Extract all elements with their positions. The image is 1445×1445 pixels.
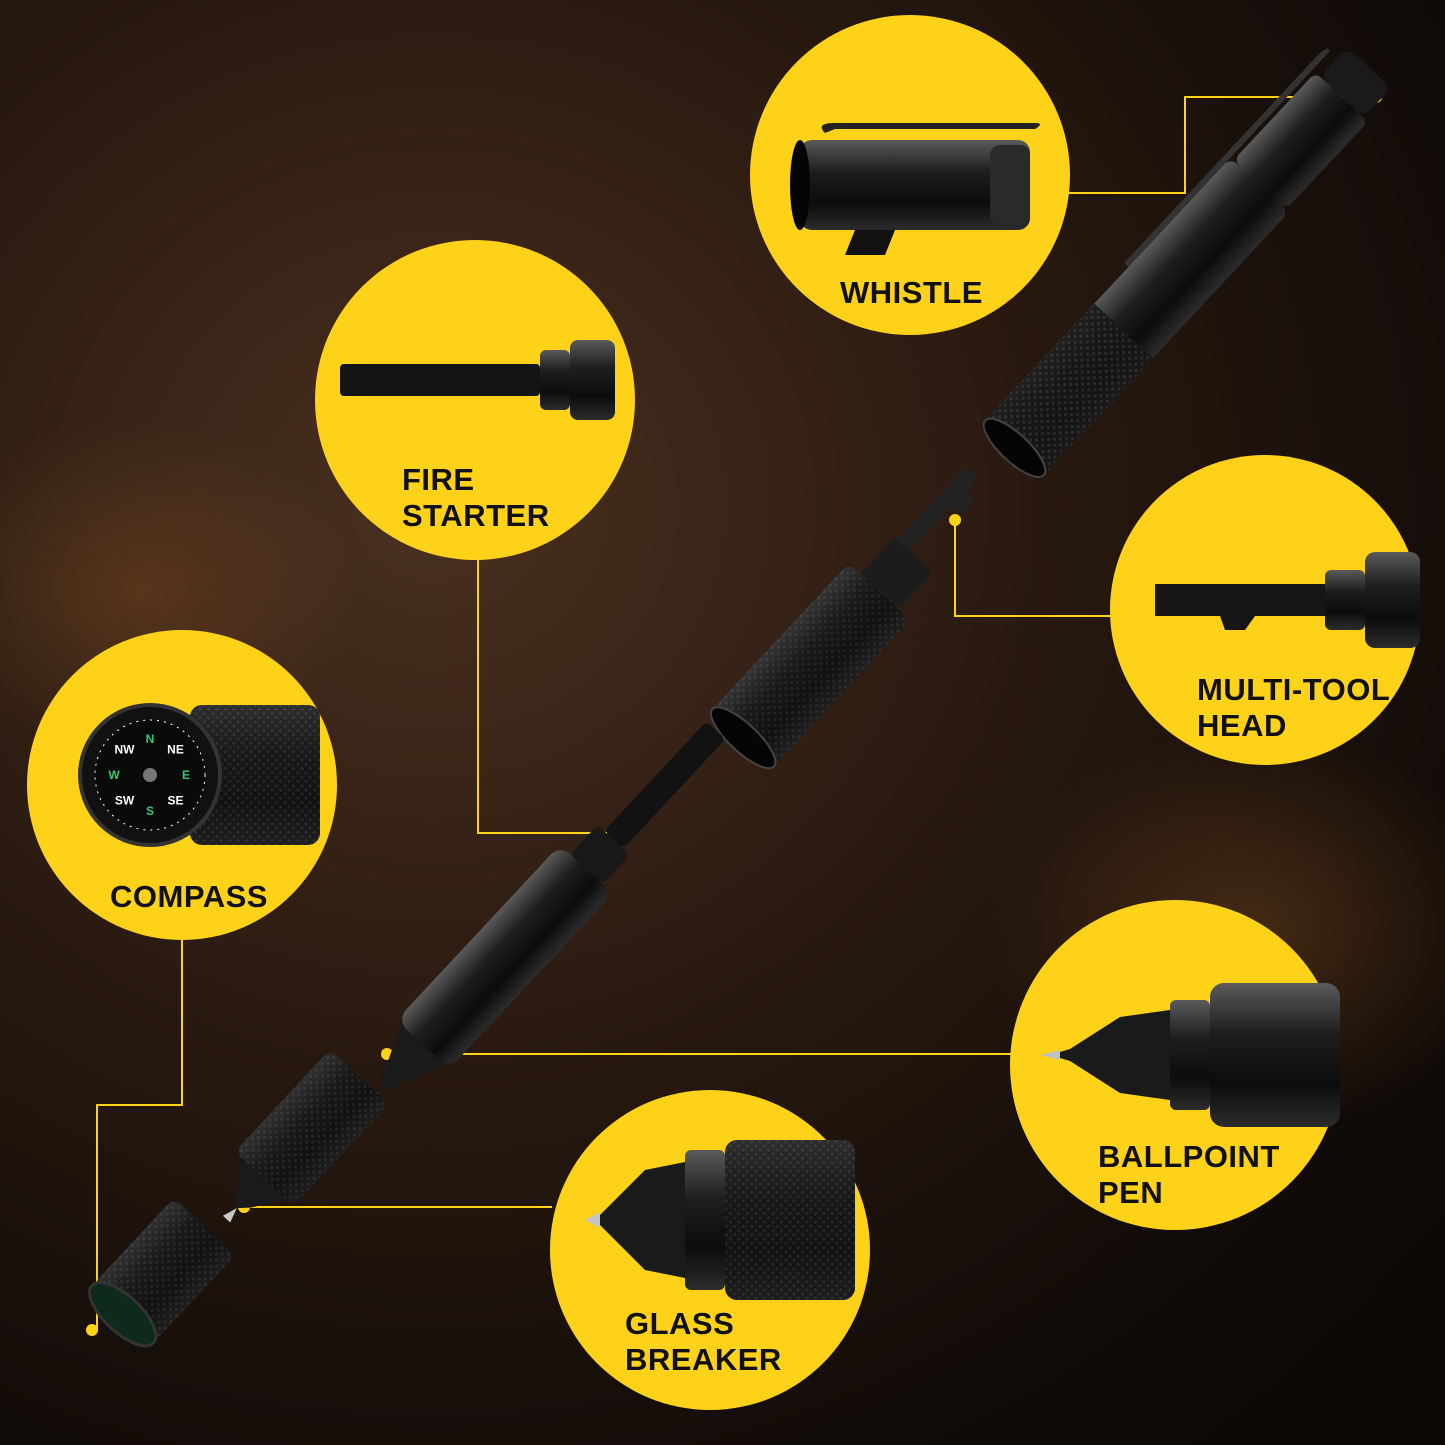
pen-compass-cap [88,1201,232,1348]
compass-point-sw: SW [115,794,135,808]
compass-point-w: W [108,768,120,782]
callout-compass: NW N NE E SE S SW W [27,630,337,940]
pen-tip-image [1040,983,1340,1127]
compass-image: NW N NE E SE S SW W [78,703,320,847]
compass-point-e: E [182,768,190,782]
compass-point-n: N [146,732,155,746]
pen-glass-breaker-segment [222,1053,385,1223]
callout-multi-tool [1110,455,1420,765]
compass-point-se: SE [167,794,183,808]
compass-point-s: S [146,804,154,818]
compass-label: COMPASS [110,879,268,914]
pen-fire-starter-segment [361,723,723,1110]
callout-ballpoint-pen [1010,900,1340,1230]
callout-glass-breaker [550,1090,870,1410]
whistle-cap-image [790,123,1040,255]
callout-whistle [750,15,1070,335]
glass-breaker-image [585,1140,855,1300]
pen-top-body [982,48,1387,478]
ballpoint-pen-label: BALLPOINT PEN [1098,1139,1280,1210]
compass-point-nw: NW [115,743,136,757]
multi-tool-head-label: MULTI-TOOL HEAD [1197,672,1391,743]
compass-point-ne: NE [167,743,184,757]
callout-fire-starter [315,240,635,560]
whistle-label: WHISTLE [840,275,983,310]
multi-tool-image [1155,552,1420,648]
fire-starter-label: FIRE STARTER [402,462,550,533]
glass-breaker-label: GLASS BREAKER [625,1306,782,1377]
ferro-rod-image [340,340,615,420]
pen-multi-tool-segment [709,466,978,770]
